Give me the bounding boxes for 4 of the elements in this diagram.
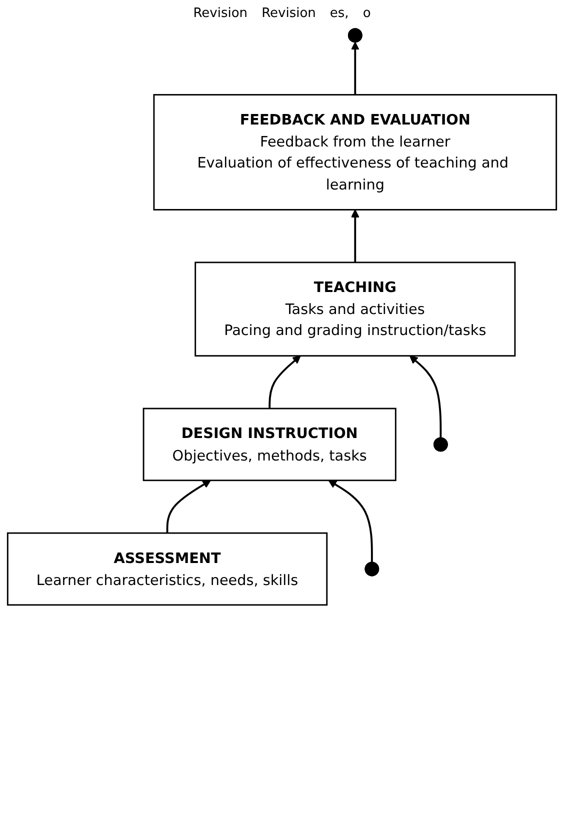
note-text: o (362, 6, 371, 21)
note-text: Revision (262, 6, 316, 21)
note-text: Revision (193, 6, 248, 21)
note-text: es, (330, 6, 349, 21)
